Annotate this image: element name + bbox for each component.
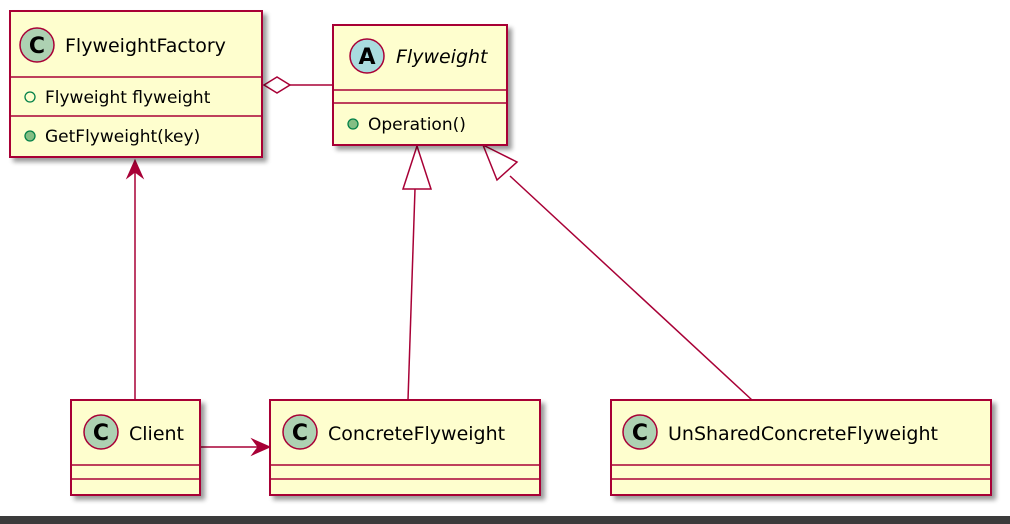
generalization-concrete-flyweight: [401, 143, 433, 401]
arrowhead-up-icon: [125, 158, 145, 180]
class-unsharedconcreteflyweight-content: C UnSharedConcreteFlyweight: [622, 414, 938, 450]
relationships: [125, 76, 753, 457]
class-flyweightfactory: [9, 10, 263, 158]
class-flyweightfactory-content: C FlyweightFactory Flyweight flyweight G…: [19, 27, 226, 147]
class-attribute: Flyweight flyweight: [45, 88, 211, 108]
class-method: GetFlyweight(key): [45, 127, 200, 147]
association-client-concrete: [200, 437, 272, 457]
class-client: [70, 399, 201, 496]
public-visibility-icon: [347, 118, 359, 130]
arrowhead-right-icon: [250, 437, 272, 457]
bottom-scroll-bar: [0, 516, 1010, 524]
abstract-stereotype-icon: [349, 38, 385, 74]
public-visibility-icon: [24, 130, 36, 142]
class-name: FlyweightFactory: [65, 35, 226, 57]
aggregation-diamond-icon: [262, 76, 292, 94]
public-visibility-icon: [24, 91, 36, 103]
class-stereotype-icon: [282, 414, 318, 450]
class-concreteflyweight: [269, 399, 541, 496]
class-name: ConcreteFlyweight: [328, 423, 505, 445]
class-method: Operation(): [368, 115, 466, 135]
stereotype-letter: A: [358, 45, 375, 70]
class-stereotype-icon: [83, 414, 119, 450]
stereotype-letter: C: [29, 34, 45, 59]
class-client-content: C Client: [83, 414, 184, 450]
inheritance-triangle-icon: [401, 143, 433, 190]
inheritance-triangle-icon: [481, 143, 519, 182]
class-stereotype-icon: [622, 414, 658, 450]
association-client-factory: [125, 158, 145, 400]
class-flyweight-content: A Flyweight Operation(): [347, 38, 489, 135]
class-stereotype-icon: [19, 27, 55, 63]
class-name: UnSharedConcreteFlyweight: [668, 423, 938, 445]
generalization-unshared-flyweight: [481, 143, 753, 401]
class-name: Flyweight: [396, 46, 489, 68]
stereotype-letter: C: [632, 421, 648, 446]
class-name: Client: [129, 423, 184, 445]
class-unsharedconcreteflyweight: [610, 399, 992, 496]
aggregation-factory-flyweight: [262, 76, 333, 94]
class-concreteflyweight-content: C ConcreteFlyweight: [282, 414, 505, 450]
stereotype-letter: C: [292, 421, 308, 446]
stereotype-letter: C: [93, 421, 109, 446]
